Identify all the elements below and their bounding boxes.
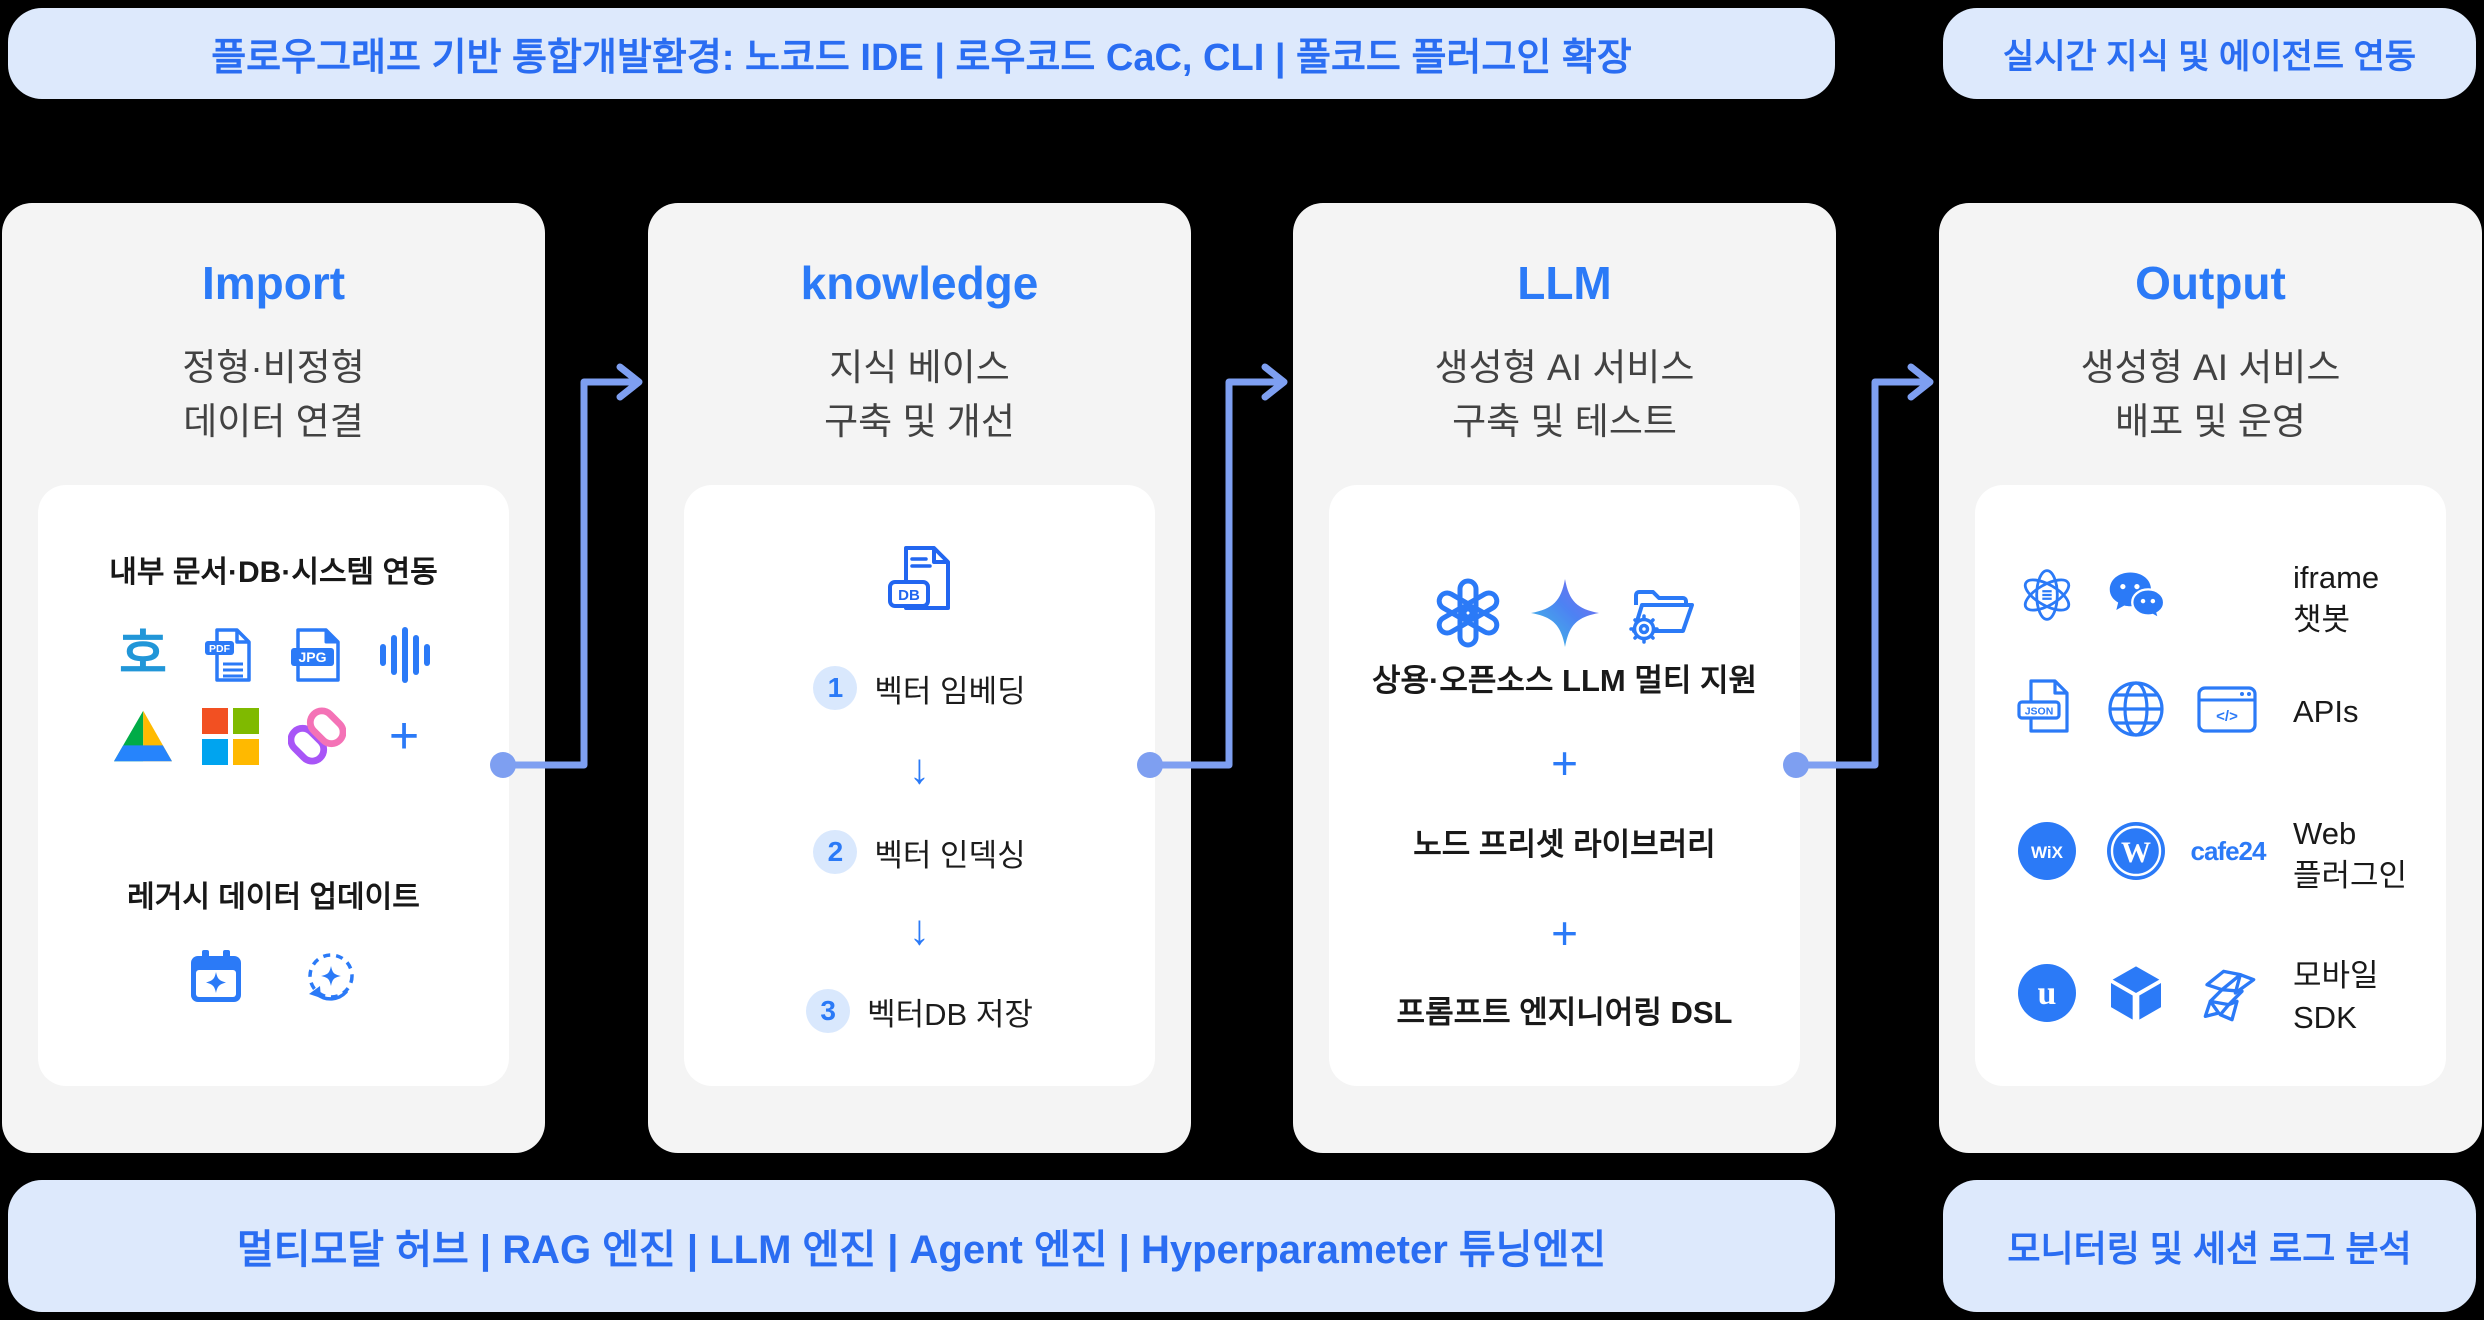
down-arrow-icon: ↓ (909, 745, 930, 792)
step-2: 2 벡터 인덱싱 (684, 828, 1155, 876)
step-3: 3 벡터DB 저장 (684, 987, 1155, 1035)
card-output-subtitle: 생성형 AI 서비스 배포 및 운영 (2080, 347, 2341, 442)
cafe24-logo: cafe24 (2190, 835, 2267, 866)
bottom-banner-engines: 멀티모달 허브 | RAG 엔진 | LLM 엔진 | Agent 엔진 | H… (8, 1180, 1835, 1312)
output-label-web: Web 플러그인 (2293, 816, 2408, 893)
svg-text:u: u (2038, 975, 2057, 1012)
step-2-number: 2 (813, 830, 858, 874)
svg-text:</>: </> (2216, 708, 2238, 725)
card-import-subtitle: 정형·비정형 데이터 연결 (182, 347, 365, 442)
google-drive-icon (114, 707, 172, 765)
llm-item-dsl: 프롬프트 엔지니어링 DSL (1396, 995, 1733, 1030)
jpg-file-icon: JPG (288, 626, 346, 684)
llm-item-preset: 노드 프리셋 라이브러리 (1413, 827, 1716, 862)
card-knowledge-subtitle: 지식 베이스 구축 및 개선 (824, 347, 1015, 442)
plus-separator: + (1551, 907, 1578, 959)
llm-item-multi: 상용·오픈소스 LLM 멀티 지원 (1371, 663, 1758, 698)
output-row-iframe: iframe 챗봇 (1975, 560, 2446, 637)
step-1-number: 1 (813, 666, 858, 710)
wechat-icon (2106, 565, 2166, 625)
output-row-web: WiX W cafe24 Web 플러그인 (1975, 816, 2446, 893)
output-row-mobile: u (1975, 958, 2446, 1035)
svg-text:PDF: PDF (209, 643, 231, 655)
arrowhead-icon (616, 363, 643, 401)
card-llm-subtitle: 생성형 AI 서비스 구축 및 테스트 (1434, 347, 1695, 442)
calendar-icon (186, 948, 246, 1008)
plus-separator: + (1551, 737, 1578, 789)
output-label-iframe: iframe 챗봇 (2293, 560, 2380, 637)
top-banner-realtime-text: 실시간 지식 및 에이전트 연동 (2002, 38, 2417, 76)
top-banner-ide-text: 플로우그래프 기반 통합개발환경: 노코드 IDE | 로우코드 CaC, CL… (211, 37, 1632, 79)
unreal-engine-icon: u (2017, 963, 2077, 1023)
microsoft-icon (201, 707, 259, 765)
svg-text:DB: DB (898, 587, 920, 604)
db-document-icon: DB (684, 542, 1155, 618)
plus-icon: + (388, 707, 420, 765)
code-window-icon: </> (2197, 679, 2257, 739)
legacy-icon-row (38, 948, 509, 1008)
arrowhead-icon (1261, 363, 1288, 401)
step-3-label: 벡터DB 저장 (867, 996, 1033, 1032)
output-label-apis: APIs (2293, 694, 2359, 729)
svg-text:JSON: JSON (2025, 706, 2054, 718)
import-whitebox: 내부 문서·DB·시스템 연동 호 PDF (38, 485, 509, 1086)
svg-text:JPG: JPG (298, 649, 326, 665)
down-arrow-icon: ↓ (909, 906, 930, 953)
step-2-label: 벡터 인덱싱 (874, 837, 1026, 873)
origami-sdk-icon (2197, 963, 2257, 1023)
svg-text:WiX: WiX (2031, 843, 2064, 862)
atom-icon (2017, 565, 2077, 625)
globe-icon (2106, 679, 2166, 739)
import-box-heading: 내부 문서·DB·시스템 연동 (109, 556, 438, 589)
step-3-number: 3 (806, 989, 851, 1033)
legacy-heading: 레거시 데이터 업데이트 (127, 881, 420, 914)
card-import-title: Import (201, 257, 346, 309)
card-knowledge: knowledge 지식 베이스 구축 및 개선 DB 1 벡터 임베딩 ↓ (648, 203, 1191, 1153)
bottom-banner-monitoring: 모니터링 및 세션 로그 분석 (1943, 1180, 2476, 1312)
card-llm-title: LLM (1517, 257, 1612, 309)
output-label-mobile: 모바일 SDK (2293, 958, 2379, 1035)
card-output-title: Output (2135, 257, 2286, 309)
import-icon-row-2: + (38, 707, 509, 765)
top-banner-realtime: 실시간 지식 및 에이전트 연동 (1943, 8, 2476, 99)
svg-text:W: W (2121, 836, 2151, 869)
arrowhead-icon (1907, 363, 1934, 401)
openai-icon (1432, 577, 1504, 649)
import-icon-row-1: 호 PDF JPG (38, 626, 509, 684)
pdf-file-icon: PDF (201, 626, 259, 684)
step-1: 1 벡터 임베딩 (684, 664, 1155, 712)
step-1-label: 벡터 임베딩 (874, 673, 1026, 709)
sync-refresh-icon (301, 948, 361, 1008)
wordpress-icon: W (2106, 821, 2166, 881)
card-knowledge-title: knowledge (800, 257, 1039, 309)
link-icon (288, 707, 346, 765)
output-whitebox: iframe 챗봇 JSON (1975, 485, 2446, 1086)
card-llm: LLM 생성형 AI 서비스 구축 및 테스트 (1293, 203, 1836, 1153)
bottom-banner-monitoring-text: 모니터링 및 세션 로그 분석 (2007, 1228, 2412, 1269)
gemini-star-icon (1529, 577, 1601, 649)
unity-icon (2106, 963, 2166, 1023)
knowledge-whitebox: DB 1 벡터 임베딩 ↓ 2 벡터 인덱싱 ↓ 3 벡터DB 저장 (684, 485, 1155, 1086)
hwp-document-icon: 호 (119, 626, 167, 684)
wix-icon: WiX (2017, 821, 2077, 881)
card-output: Output 생성형 AI 서비스 배포 및 운영 (1939, 203, 2482, 1153)
audio-waveform-icon (375, 626, 433, 684)
card-import: Import 정형·비정형 데이터 연결 내부 문서·DB·시스템 연동 호 P… (2, 203, 545, 1153)
bottom-banner-engines-text: 멀티모달 허브 | RAG 엔진 | LLM 엔진 | Agent 엔진 | H… (236, 1228, 1607, 1272)
llm-icon-row (1329, 577, 1800, 649)
llm-whitebox: 상용·오픈소스 LLM 멀티 지원 + 노드 프리셋 라이브러리 + 프롬프트 … (1329, 485, 1800, 1086)
folder-gear-icon (1626, 577, 1698, 649)
top-banner-ide: 플로우그래프 기반 통합개발환경: 노코드 IDE | 로우코드 CaC, CL… (8, 8, 1835, 99)
output-row-apis: JSON (1975, 677, 2446, 741)
json-file-icon: JSON (2017, 679, 2077, 739)
